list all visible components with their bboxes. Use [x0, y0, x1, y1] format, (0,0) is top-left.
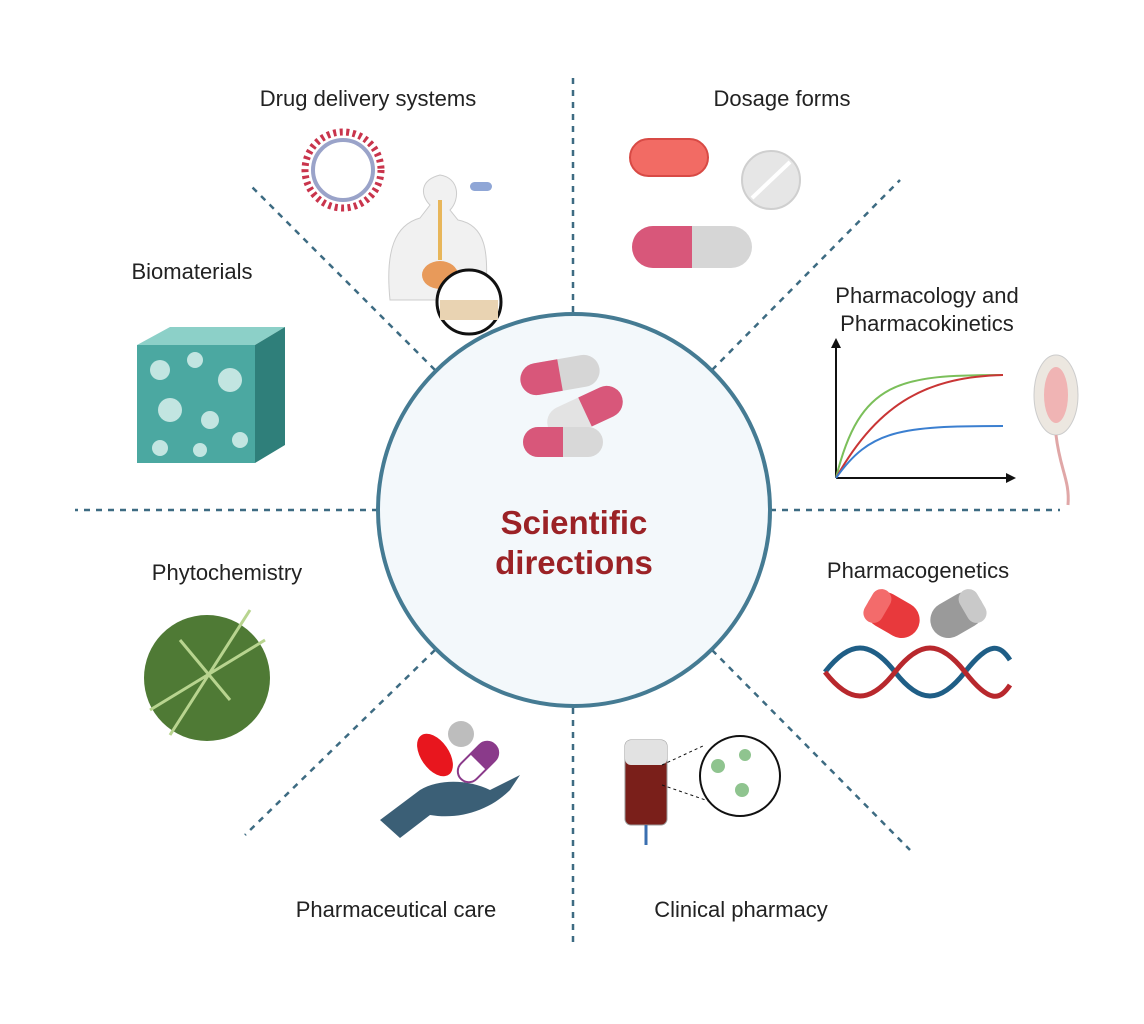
pharmacogenetics-icon — [823, 589, 1013, 699]
rat-icon — [1033, 354, 1079, 506]
center-circle — [376, 312, 772, 708]
label-pharmacology: Pharmacology and — [835, 283, 1018, 308]
center-title-line1: Scientific — [501, 504, 648, 541]
human-digestion-icon — [388, 174, 503, 336]
label-pharmaceutical-care: Pharmaceutical care — [296, 897, 497, 922]
center-title-line2: directions — [495, 544, 653, 581]
label-pharmacokinetics: Pharmacokinetics — [840, 311, 1014, 336]
label-dosage-forms: Dosage forms — [714, 86, 851, 111]
label-biomaterials: Biomaterials — [131, 259, 252, 284]
label-drug-delivery-systems: Drug delivery systems — [260, 86, 476, 111]
spoke-bottom-left — [244, 649, 436, 836]
label-clinical-pharmacy: Clinical pharmacy — [654, 897, 828, 922]
pharmacokinetics-chart-icon — [831, 338, 1016, 483]
pharmaceutical-care-icon — [380, 721, 520, 838]
iv-bag-icon — [624, 735, 781, 845]
leaf-microscopy-icon — [144, 609, 270, 741]
label-phytochemistry: Phytochemistry — [152, 560, 302, 585]
dosage-forms-icon — [629, 138, 801, 268]
label-pharmacogenetics: Pharmacogenetics — [827, 558, 1009, 583]
liposome-icon — [301, 128, 385, 212]
center-capsules-icon — [520, 354, 623, 457]
spoke-top-left — [249, 184, 436, 371]
spokes — [75, 75, 1060, 945]
spoke-top-right — [711, 179, 901, 371]
biomaterial-scaffold-icon — [137, 327, 285, 463]
